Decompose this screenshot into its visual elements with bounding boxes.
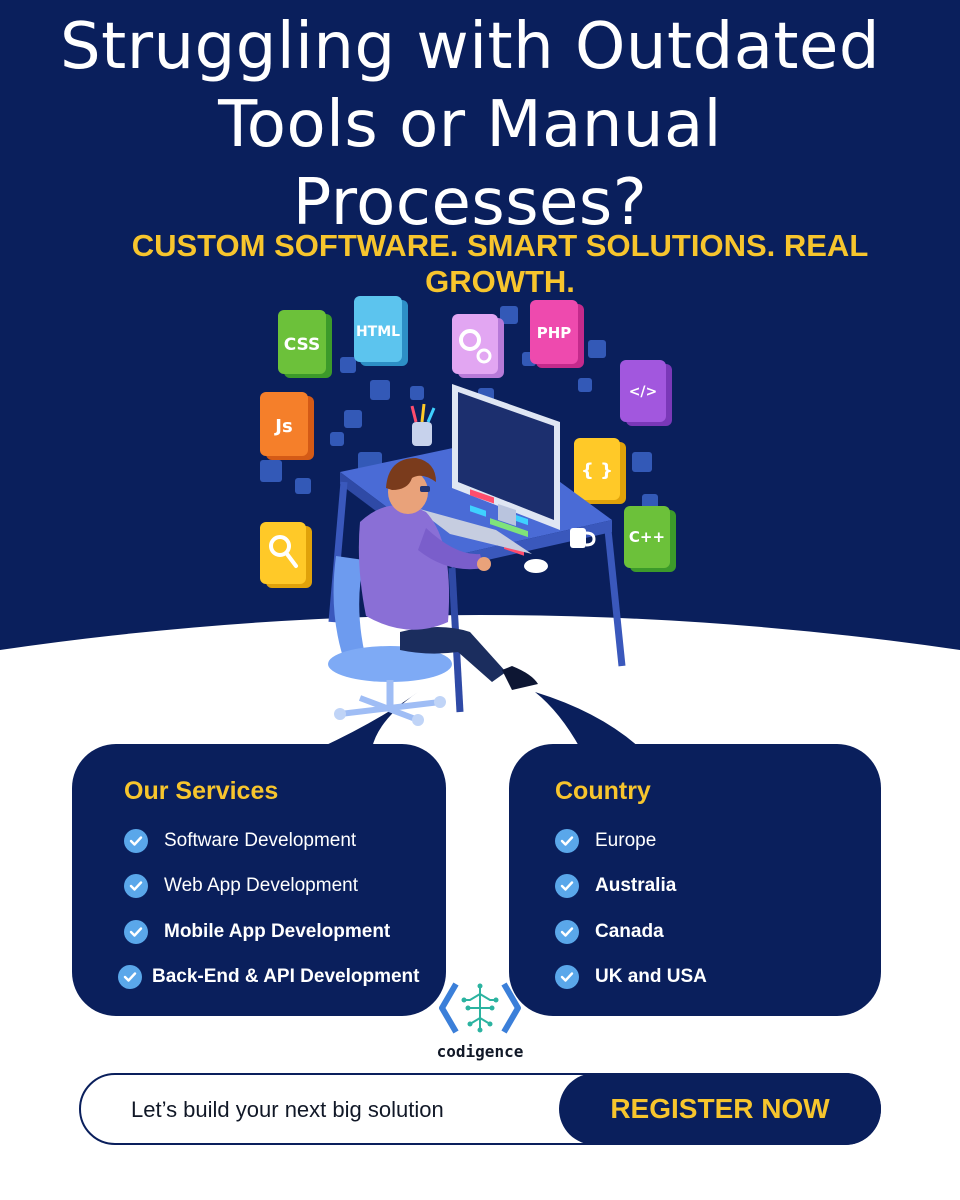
service-label: Web App Development bbox=[164, 875, 358, 897]
braces-tile: { } bbox=[574, 438, 626, 504]
php-tile-label: PHP bbox=[537, 324, 572, 342]
service-label: Software Development bbox=[164, 829, 357, 851]
list-item: Web App Development bbox=[124, 864, 446, 910]
gear-icon bbox=[459, 329, 481, 351]
list-item: Back-End & API Development bbox=[118, 955, 446, 1001]
css-tile: CSS bbox=[278, 310, 332, 378]
services-title: Our Services bbox=[124, 777, 279, 805]
country-label: Australia bbox=[595, 875, 677, 897]
list-item: Australia bbox=[555, 864, 881, 910]
brand-logo: codigence bbox=[420, 978, 540, 1068]
css-tile-label: CSS bbox=[284, 335, 321, 355]
services-list: Software Development Web App Development… bbox=[118, 818, 446, 1000]
cta-text: Let’s build your next big solution bbox=[131, 1097, 444, 1122]
coffee-mug bbox=[570, 528, 596, 548]
code-tile-label: </> bbox=[629, 384, 658, 400]
list-item: Mobile App Development bbox=[124, 909, 446, 955]
check-icon bbox=[124, 919, 148, 944]
service-label: Back-End & API Development bbox=[152, 966, 420, 988]
settings-tile bbox=[452, 314, 504, 378]
brand-name: codigence bbox=[436, 1042, 524, 1061]
code-tile: </> bbox=[620, 360, 672, 426]
js-tile: Js bbox=[260, 392, 314, 460]
office-chair bbox=[328, 556, 452, 726]
country-label: Europe bbox=[595, 829, 657, 851]
country-label: UK and USA bbox=[595, 966, 707, 988]
circuit-brackets-icon bbox=[439, 982, 521, 1034]
php-tile: PHP bbox=[530, 300, 584, 368]
check-icon bbox=[555, 828, 579, 853]
check-icon bbox=[555, 919, 579, 944]
services-card: Our Services Software Development Web Ap… bbox=[72, 744, 446, 1016]
check-icon bbox=[124, 874, 148, 899]
cta-bar: Let’s build your next big solution REGIS… bbox=[79, 1073, 881, 1145]
list-item: Canada bbox=[555, 909, 881, 955]
service-label: Mobile App Development bbox=[164, 920, 391, 942]
monitor bbox=[452, 384, 560, 556]
country-label: Canada bbox=[595, 920, 664, 942]
country-list: Europe Australia Canada UK and USA bbox=[555, 818, 881, 1000]
developer-illustration: CSS HTML PHP </> Js bbox=[260, 296, 676, 726]
cpp-tile-label: C++ bbox=[629, 528, 665, 546]
cpp-tile: C++ bbox=[624, 506, 676, 572]
developer-person bbox=[358, 458, 538, 690]
js-tile-label: Js bbox=[273, 416, 292, 437]
check-icon bbox=[555, 965, 579, 990]
pencil-cup bbox=[410, 403, 436, 446]
country-title: Country bbox=[555, 777, 651, 805]
html-tile-label: HTML bbox=[356, 324, 400, 340]
keyboard bbox=[416, 508, 532, 554]
check-icon bbox=[124, 828, 148, 853]
list-item: Europe bbox=[555, 818, 881, 864]
tagline: CUSTOM SOFTWARE. SMART SOLUTIONS. REAL G… bbox=[131, 228, 869, 299]
list-item: UK and USA bbox=[555, 955, 881, 1001]
check-icon bbox=[555, 874, 579, 899]
check-icon bbox=[118, 965, 142, 990]
country-card: Country Europe Australia Canada UK and U… bbox=[509, 744, 881, 1016]
braces-tile-label: { } bbox=[581, 460, 613, 481]
search-tile bbox=[260, 522, 312, 588]
list-item: Software Development bbox=[124, 818, 446, 864]
register-now-button[interactable]: REGISTER NOW bbox=[559, 1073, 881, 1145]
html-tile: HTML bbox=[354, 296, 408, 366]
search-icon bbox=[269, 535, 291, 557]
headline: Struggling with Outdated Tools or Manual… bbox=[59, 10, 881, 240]
mouse bbox=[524, 559, 548, 573]
